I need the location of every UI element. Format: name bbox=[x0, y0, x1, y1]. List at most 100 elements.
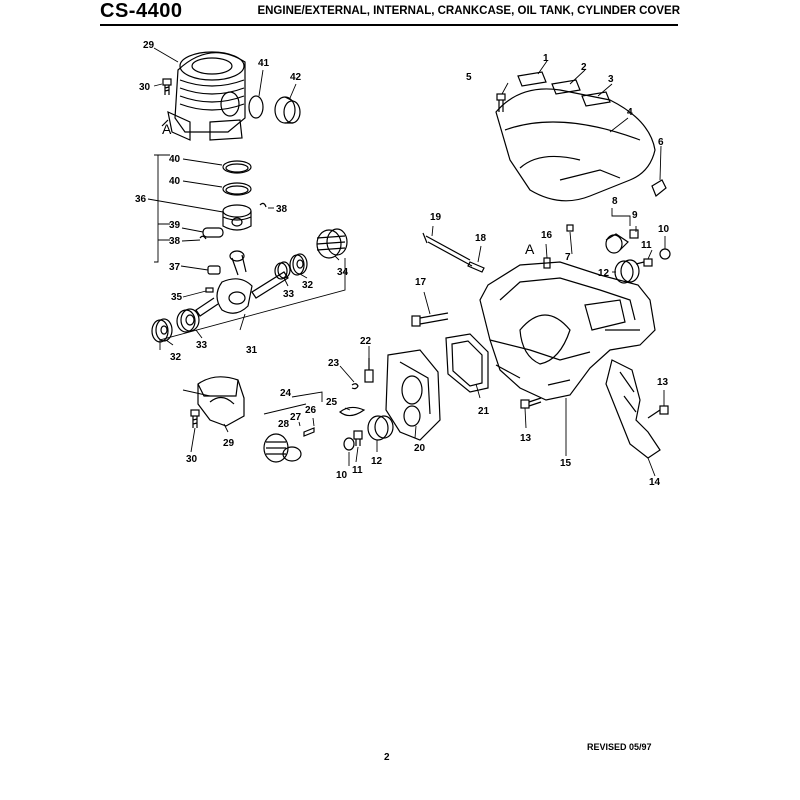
callout-24: 24 bbox=[280, 388, 292, 399]
callout-29-top: 29 bbox=[143, 40, 155, 51]
knob-6-drawing bbox=[651, 179, 667, 197]
crankcase-main-drawing bbox=[479, 261, 656, 401]
piston-36-drawing bbox=[222, 204, 252, 231]
cylinder-drawing bbox=[161, 51, 246, 141]
callout-29-bottom: 29 bbox=[223, 438, 235, 449]
callout-1: 1 bbox=[543, 53, 549, 64]
callout-31: 31 bbox=[246, 345, 258, 356]
callout-42: 42 bbox=[290, 72, 302, 83]
callout-19: 19 bbox=[430, 212, 442, 223]
screw-13-lower-drawing bbox=[520, 397, 542, 409]
callout-20: 20 bbox=[414, 443, 426, 454]
page-header: CS-4400 ENGINE/EXTERNAL, INTERNAL, CRANK… bbox=[100, 0, 680, 26]
gasket-21-drawing bbox=[445, 333, 489, 393]
callout-18: 18 bbox=[475, 233, 487, 244]
callout-33-left: 33 bbox=[196, 340, 208, 351]
callout-21: 21 bbox=[478, 406, 490, 417]
callout-7: 7 bbox=[565, 252, 571, 263]
pin-26-drawing bbox=[303, 427, 315, 437]
clip-38-right-drawing bbox=[259, 202, 267, 208]
piston-ring-40-upper-drawing bbox=[222, 160, 252, 174]
page-number: 2 bbox=[384, 752, 390, 763]
callout-28: 28 bbox=[278, 419, 290, 430]
callout-26: 26 bbox=[305, 405, 317, 416]
clip-38-left-drawing bbox=[199, 235, 207, 240]
screw-5-drawing bbox=[496, 93, 506, 112]
reference-a-cylinder: A bbox=[162, 121, 172, 137]
cylinder-cover-4-drawing bbox=[495, 88, 656, 202]
key-35-drawing bbox=[205, 287, 214, 293]
callout-36: 36 bbox=[135, 194, 147, 205]
plug-42-drawing bbox=[274, 96, 301, 124]
callout-23: 23 bbox=[328, 358, 340, 369]
bearing-33-right-drawing bbox=[274, 261, 291, 280]
callout-38-left: 38 bbox=[169, 236, 181, 247]
callout-11-upper: 11 bbox=[641, 240, 652, 251]
callout-14: 14 bbox=[649, 477, 661, 488]
callout-37: 37 bbox=[169, 262, 181, 273]
fitting-22-drawing bbox=[364, 358, 374, 383]
piston-pin-39-drawing bbox=[202, 227, 224, 238]
bolt-17-drawing bbox=[411, 312, 449, 327]
callout-38-right: 38 bbox=[276, 204, 288, 215]
callout-11-lower: 11 bbox=[352, 465, 363, 476]
callout-35: 35 bbox=[171, 292, 183, 303]
callout-13-lower: 13 bbox=[520, 433, 532, 444]
callout-39: 39 bbox=[169, 220, 181, 231]
ring-27-drawing bbox=[282, 446, 302, 462]
decal-1-drawing bbox=[517, 71, 547, 87]
callout-15: 15 bbox=[560, 458, 572, 469]
leader-lines bbox=[147, 47, 666, 477]
callout-33-right: 33 bbox=[283, 289, 295, 300]
plug-12-lower-drawing bbox=[367, 415, 394, 441]
piston-ring-40-lower-drawing bbox=[222, 182, 252, 196]
bolt-19-drawing bbox=[422, 232, 473, 267]
callout-30-top: 30 bbox=[139, 82, 151, 93]
spring-23-drawing bbox=[351, 383, 359, 390]
callout-41: 41 bbox=[258, 58, 270, 69]
callout-34: 34 bbox=[337, 267, 349, 278]
ring-41-drawing bbox=[248, 95, 264, 119]
diagram-title: ENGINE/EXTERNAL, INTERNAL, CRANKCASE, OI… bbox=[257, 5, 680, 17]
screw-11-lower-drawing bbox=[353, 430, 363, 446]
pin-18-drawing bbox=[467, 261, 485, 273]
decal-2-drawing bbox=[551, 79, 581, 95]
callout-22: 22 bbox=[360, 336, 372, 347]
screw-9-drawing bbox=[629, 229, 639, 239]
callout-10-upper: 10 bbox=[658, 224, 670, 235]
callout-30-bottom: 30 bbox=[186, 454, 198, 465]
callout-17: 17 bbox=[415, 277, 427, 288]
callout-labels: 29 30 41 42 A 40 40 36 38 39 38 37 35 34… bbox=[135, 40, 670, 488]
callout-2: 2 bbox=[581, 62, 587, 73]
crankcase-lower-29-drawing bbox=[197, 376, 245, 427]
callout-32-left: 32 bbox=[170, 352, 182, 363]
callout-5: 5 bbox=[466, 72, 472, 83]
bearing-33-left-drawing bbox=[176, 308, 200, 333]
bearing-37-drawing bbox=[207, 265, 221, 275]
callout-25: 25 bbox=[326, 397, 338, 408]
callout-27: 27 bbox=[290, 412, 302, 423]
callout-9: 9 bbox=[632, 210, 638, 221]
header-rule bbox=[100, 24, 678, 26]
crankshaft-31-drawing bbox=[195, 250, 289, 317]
seal-32-left-drawing bbox=[151, 318, 173, 343]
screw-13-right-drawing bbox=[647, 405, 669, 419]
handle-bracket-14-drawing bbox=[605, 359, 661, 459]
callout-3: 3 bbox=[608, 74, 614, 85]
callout-10-lower: 10 bbox=[336, 470, 348, 481]
callout-4: 4 bbox=[627, 107, 633, 118]
seal-32-right-drawing bbox=[289, 253, 308, 276]
callout-16: 16 bbox=[541, 230, 553, 241]
part-drawings bbox=[151, 51, 671, 463]
screw-30-top-drawing bbox=[162, 78, 172, 95]
screw-11-upper-drawing bbox=[635, 258, 653, 267]
revision-note: REVISED 05/97 bbox=[587, 742, 652, 752]
callout-40-lower: 40 bbox=[169, 176, 181, 187]
washer-10-upper-drawing bbox=[659, 248, 671, 260]
oil-tank-20-drawing bbox=[385, 349, 441, 441]
callout-32-right: 32 bbox=[302, 280, 314, 291]
callout-12-lower: 12 bbox=[371, 456, 383, 467]
screw-30-bottom-drawing bbox=[190, 409, 200, 428]
cover-34-drawing bbox=[316, 228, 348, 259]
